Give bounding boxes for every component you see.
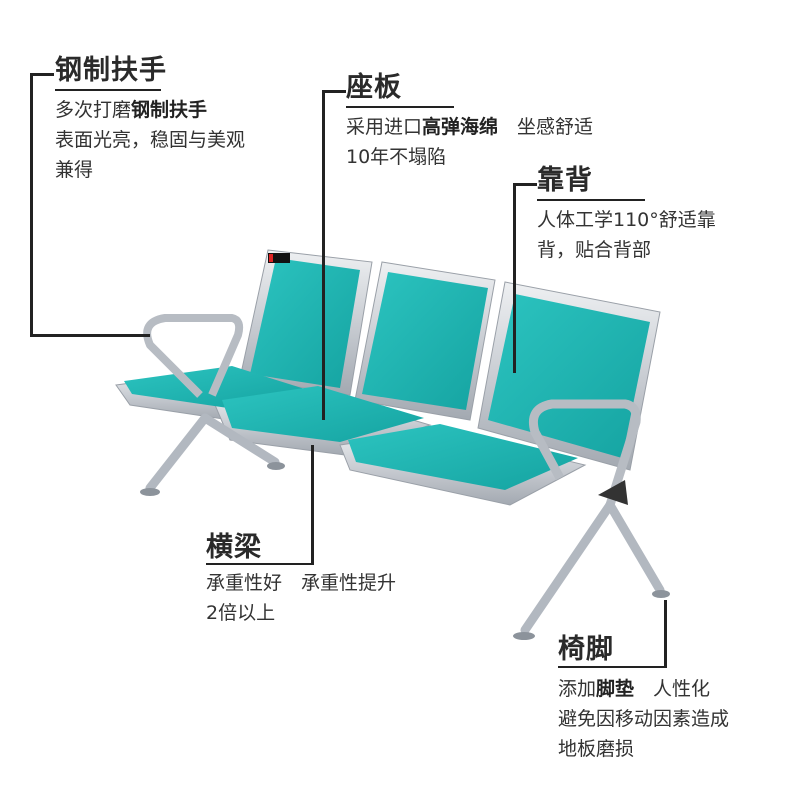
seat-title: 座板 xyxy=(346,72,402,103)
seat-desc-line2: 10年不塌陷 xyxy=(346,146,447,168)
seat-desc-tail: 坐感舒适 xyxy=(498,116,594,138)
leg-joint xyxy=(598,480,628,505)
armrest-leader-v xyxy=(30,73,33,337)
backrest-title: 靠背 xyxy=(537,165,593,196)
leg-desc-line3: 地板磨损 xyxy=(558,738,635,760)
armrest-underline xyxy=(55,89,161,91)
beam-desc-line2: 2倍以上 xyxy=(206,602,276,624)
backrest-desc-line1: 人体工学110°舒适靠 xyxy=(537,209,716,231)
seat-leader-h xyxy=(322,90,346,93)
armrest-desc-bold: 钢制扶手 xyxy=(131,99,208,121)
leg-desc-tail: 人性化 xyxy=(634,678,711,700)
backrest-leader-h xyxy=(513,183,537,186)
leg-desc-line2: 避免因移动因素造成 xyxy=(558,708,730,730)
armrest-leader-h xyxy=(30,73,54,76)
leg-title: 椅脚 xyxy=(558,634,614,665)
beam-underline xyxy=(206,563,314,565)
beam-desc-line1: 承重性好 承重性提升 xyxy=(206,572,397,594)
armrest-desc-line1: 多次打磨 xyxy=(55,99,132,121)
seat-leader-v xyxy=(322,90,325,420)
beam-title: 横梁 xyxy=(206,532,262,563)
seat-desc-line1: 采用进口 xyxy=(346,116,423,138)
foot-pads xyxy=(140,462,670,640)
brand-badge xyxy=(268,253,290,263)
backrest-desc-line2: 背，贴合背部 xyxy=(537,239,652,261)
seat-desc-bold: 高弹海绵 xyxy=(422,116,499,138)
armrest-desc-line2: 表面光亮，稳固与美观 xyxy=(55,129,246,151)
leg-description: 添加脚垫 人性化 避免因移动因素造成 地板磨损 xyxy=(558,674,729,764)
armrest-desc-line3: 兼得 xyxy=(55,159,94,181)
backrest-cushions xyxy=(250,258,650,458)
armrest-title: 钢制扶手 xyxy=(55,55,167,86)
backrest-underline xyxy=(537,199,645,201)
leg-desc-bold: 脚垫 xyxy=(596,678,635,700)
leg-desc-line1: 添加 xyxy=(558,678,597,700)
armrest-leader-bottom xyxy=(30,334,150,337)
legs xyxy=(145,413,665,635)
beam-leader-v xyxy=(311,445,314,565)
leg-leader-v xyxy=(664,600,667,668)
armrest-description: 多次打磨钢制扶手 表面光亮，稳固与美观 兼得 xyxy=(55,95,245,185)
seat-underline xyxy=(346,106,454,108)
backrest-description: 人体工学110°舒适靠 背，贴合背部 xyxy=(537,205,716,265)
armrest-right xyxy=(528,399,641,507)
seat-description: 采用进口高弹海绵 坐感舒适 10年不塌陷 xyxy=(346,112,593,172)
leg-underline xyxy=(558,666,667,668)
backrest-leader-v xyxy=(513,183,516,373)
beam-description: 承重性好 承重性提升 2倍以上 xyxy=(206,568,396,628)
seat-cushions xyxy=(124,366,578,490)
